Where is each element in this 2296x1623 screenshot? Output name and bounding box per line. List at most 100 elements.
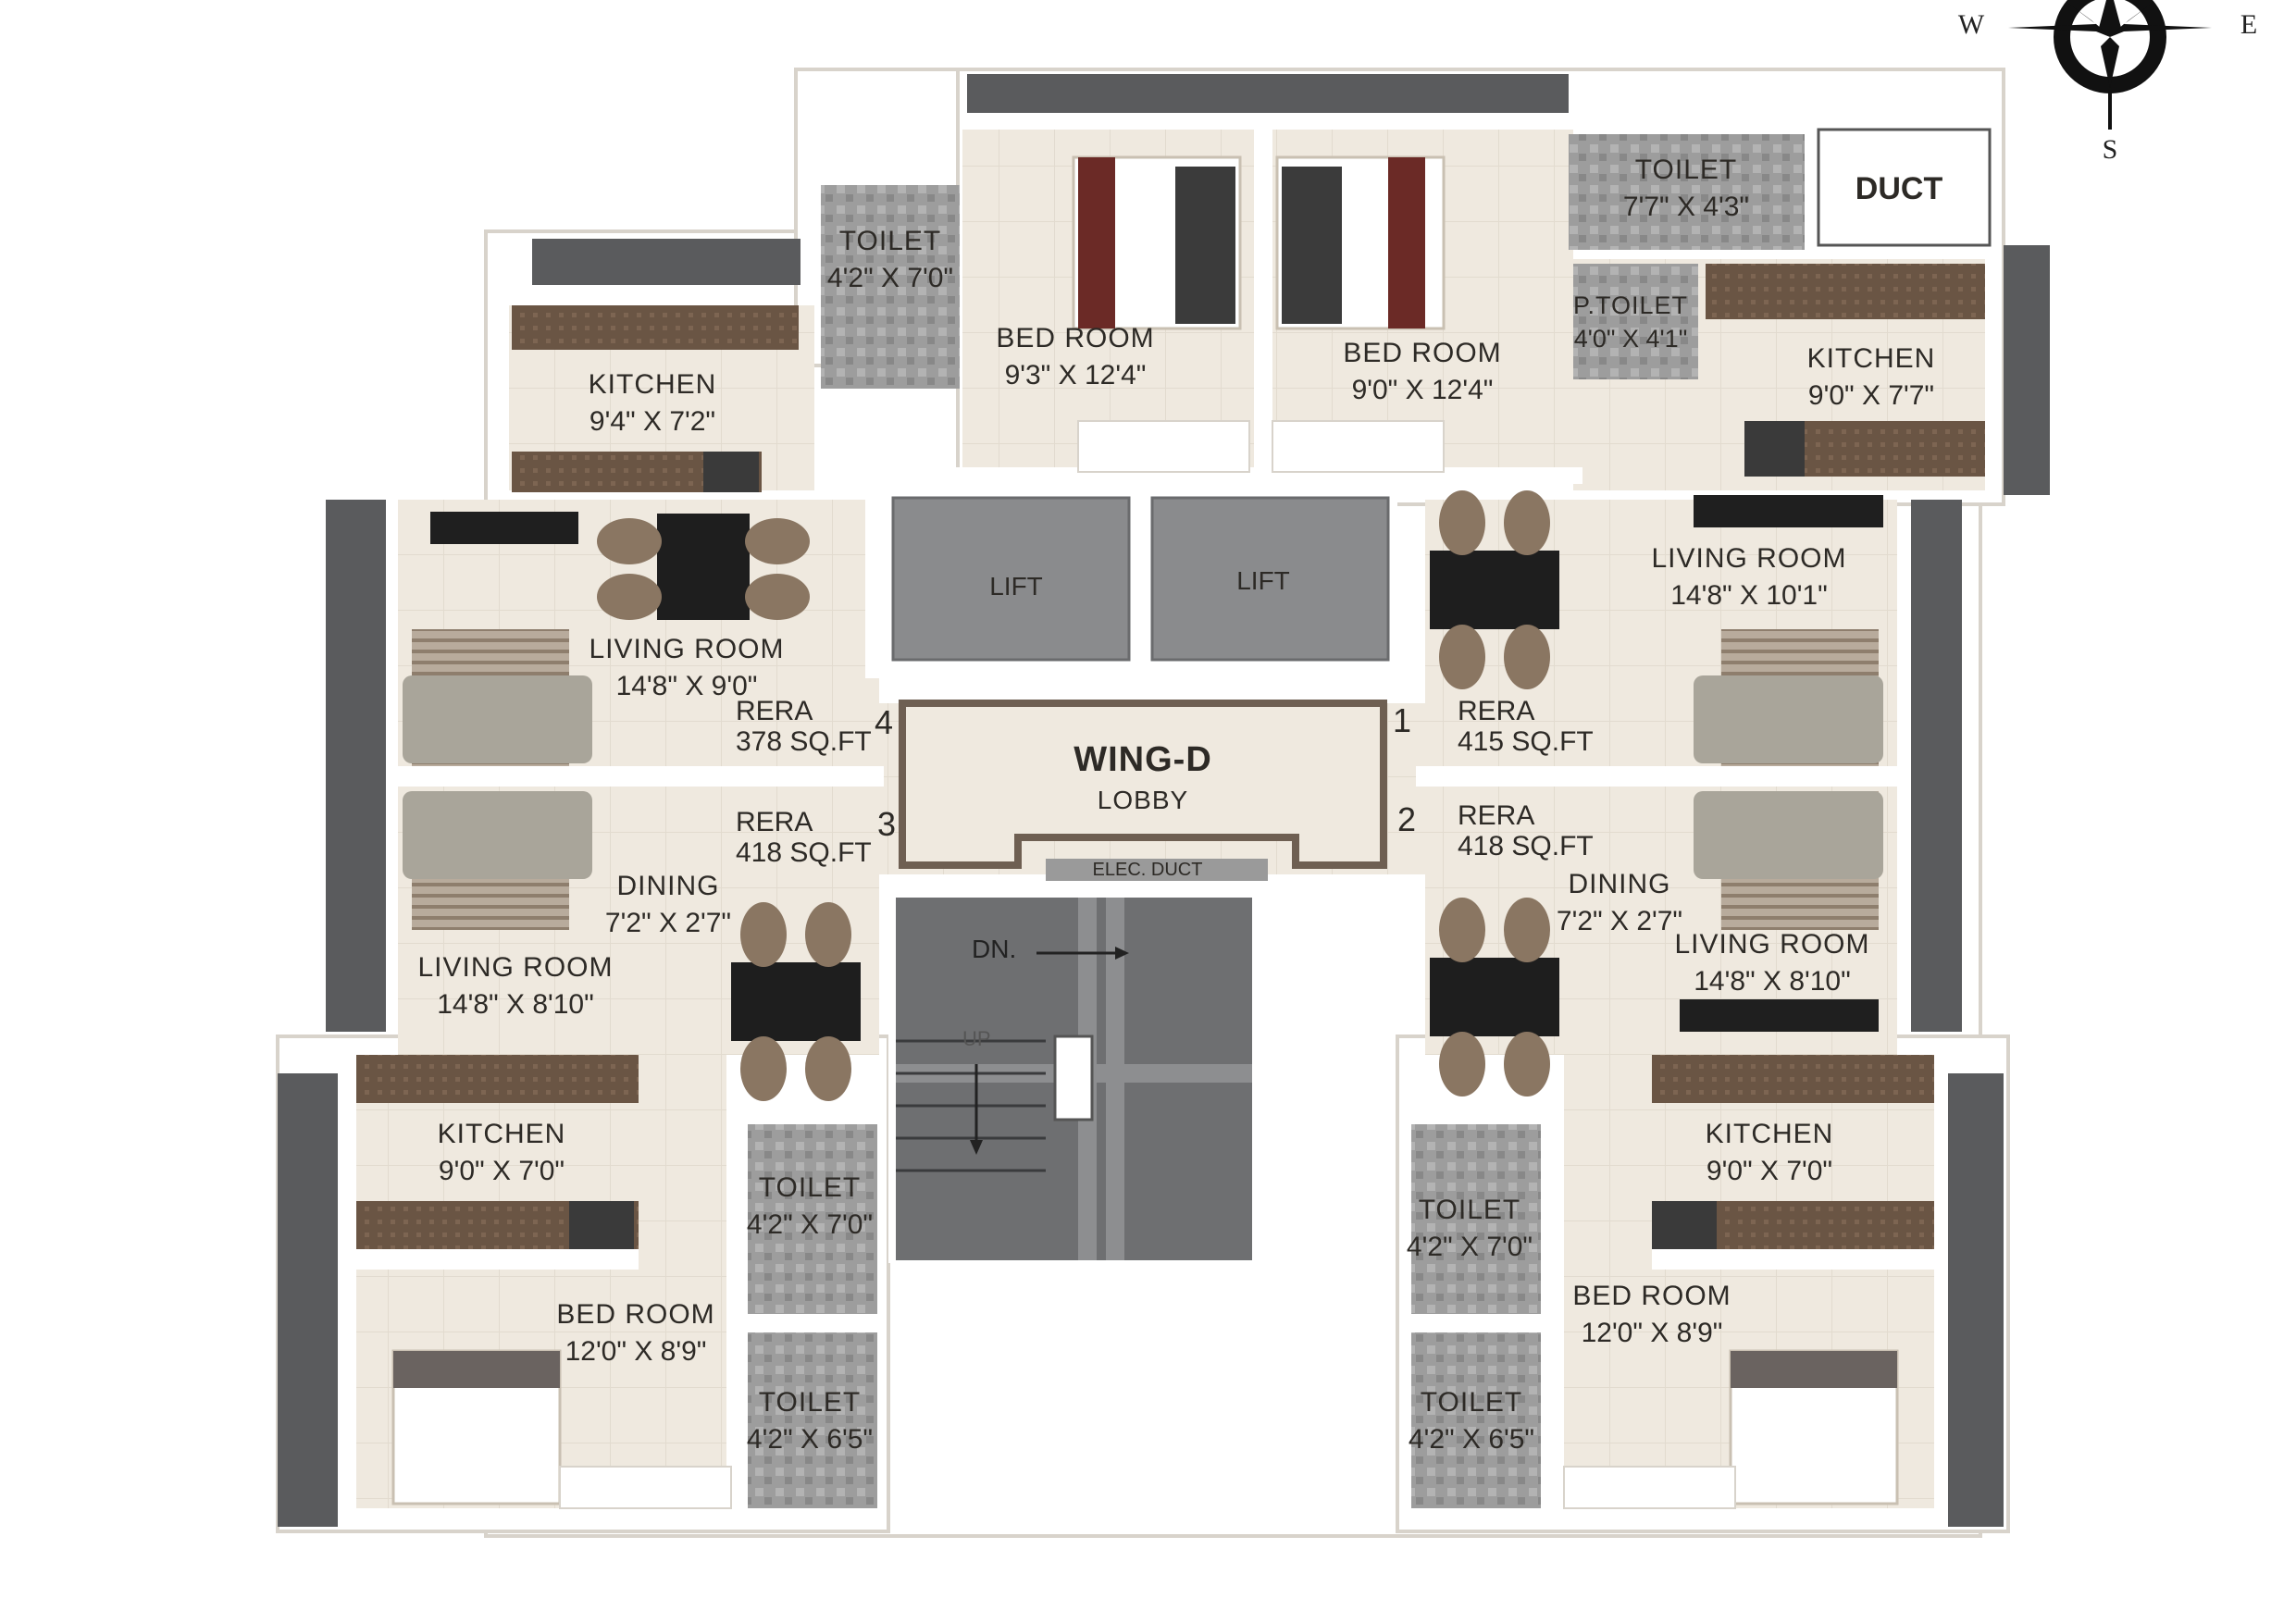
room-toilet-bottom-left-lower: TOILET 4'2" X 6'5"	[747, 1388, 873, 1454]
room-toilet-bottom-right-lower: TOILET 4'2" X 6'5"	[1409, 1388, 1534, 1454]
room-living-unit-2: LIVING ROOM 14'8" X 8'10"	[1674, 930, 1869, 996]
rera-area: 418 SQ.FT	[736, 837, 872, 868]
rera-area: 418 SQ.FT	[1458, 831, 1594, 861]
living-furniture	[403, 495, 1883, 1032]
room-dimensions: 9'0" X 7'0"	[438, 1155, 565, 1186]
room-dimensions: 14'8" X 9'0"	[615, 670, 758, 701]
lift-car-1	[891, 496, 1131, 662]
room-toilet-bottom-left-upper: TOILET 4'2" X 7'0"	[747, 1173, 873, 1239]
room-name: TOILET	[1634, 155, 1738, 185]
rera-unit-4: RERA 378 SQ.FT	[736, 696, 872, 757]
room-dining-unit-2: DINING 7'2" X 2'7"	[1557, 870, 1682, 935]
room-living-unit-1: LIVING ROOM 14'8" X 10'1"	[1651, 544, 1846, 610]
room-name: KITCHEN	[588, 369, 717, 400]
room-dimensions: 9'0" X 7'7"	[1807, 379, 1935, 411]
room-name: BED ROOM	[1572, 1281, 1731, 1311]
compass-south-label: S	[2102, 134, 2118, 165]
rera-label: RERA	[1458, 800, 1535, 831]
room-name: LIVING ROOM	[1674, 929, 1870, 960]
room-toilet-top-right: TOILET 7'7" X 4'3"	[1623, 155, 1749, 221]
lift-label-2: LIFT	[1236, 566, 1290, 595]
room-name: LIVING ROOM	[589, 634, 785, 664]
room-name: KITCHEN	[1806, 343, 1936, 374]
room-dining-unit-3: DINING 7'2" X 2'7"	[605, 872, 731, 937]
kitchen-counters	[356, 264, 1985, 1249]
wing-name: WING-D	[1074, 740, 1212, 779]
room-kitchen-bottom-left: KITCHEN 9'0" X 7'0"	[438, 1120, 566, 1185]
unit-number-3: 3	[876, 805, 897, 843]
unit-number-1: 1	[1392, 701, 1412, 739]
room-bedroom-bottom-right: BED ROOM 12'0" X 8'9"	[1572, 1282, 1731, 1347]
toilet-tiles	[748, 134, 1805, 1508]
elec-duct-box	[1046, 859, 1268, 881]
room-name: TOILET	[758, 1172, 862, 1203]
rera-area: 378 SQ.FT	[736, 726, 872, 757]
duct-box	[1817, 128, 1992, 247]
room-name: TOILET	[1420, 1387, 1523, 1418]
room-dimensions: 9'0" X 12'4"	[1351, 374, 1494, 405]
room-name: BED ROOM	[556, 1299, 715, 1330]
room-dimensions: 4'2" X 6'5"	[746, 1423, 874, 1455]
room-dimensions: 4'0" X 4'1"	[1573, 325, 1688, 353]
unit-number-2: 2	[1396, 800, 1417, 838]
room-toilet-top-left: TOILET 4'2" X 7'0"	[827, 227, 953, 292]
stairs-up-label: UP	[962, 1027, 991, 1050]
room-living-unit-3: LIVING ROOM 14'8" X 8'10"	[417, 953, 613, 1019]
dining-tables	[597, 490, 1559, 1101]
room-bedroom-bottom-left: BED ROOM 12'0" X 8'9"	[556, 1300, 714, 1366]
room-dimensions: 7'2" X 2'7"	[604, 907, 732, 938]
room-kitchen-top-right: KITCHEN 9'0" X 7'7"	[1807, 344, 1936, 410]
compass-rose	[2008, 0, 2212, 130]
partition-walls	[342, 130, 1948, 1509]
rera-unit-1: RERA 415 SQ.FT	[1458, 696, 1594, 757]
room-ptoilet-top-right: P.TOILET 4'0" X 4'1"	[1573, 292, 1688, 353]
room-dimensions: 4'2" X 6'5"	[1408, 1423, 1535, 1455]
room-name: KITCHEN	[437, 1119, 566, 1149]
elec-duct-label: ELEC. DUCT	[1092, 860, 1203, 880]
room-dimensions: 14'8" X 8'10"	[1694, 965, 1851, 997]
room-dimensions: 12'0" X 8'9"	[565, 1335, 707, 1367]
room-name: TOILET	[838, 226, 942, 256]
rera-label: RERA	[736, 696, 813, 726]
room-dimensions: 9'0" X 7'0"	[1706, 1155, 1833, 1186]
room-dimensions: 7'2" X 2'7"	[1556, 905, 1683, 936]
room-name: BED ROOM	[996, 323, 1155, 353]
rera-label: RERA	[736, 807, 813, 837]
room-toilet-bottom-right-upper: TOILET 4'2" X 7'0"	[1407, 1196, 1533, 1261]
room-kitchen-bottom-right: KITCHEN 9'0" X 7'0"	[1706, 1120, 1834, 1185]
rera-area: 415 SQ.FT	[1458, 726, 1594, 757]
room-name: DINING	[616, 871, 720, 901]
room-name: DINING	[1568, 869, 1671, 899]
room-dimensions: 7'7" X 4'3"	[1622, 191, 1750, 222]
room-dimensions: 4'2" X 7'0"	[826, 262, 954, 293]
lift-label-1: LIFT	[989, 572, 1043, 601]
room-name: LIVING ROOM	[1651, 543, 1847, 574]
duct-label: DUCT	[1855, 171, 1943, 206]
room-bedroom-top-right: BED ROOM 9'0" X 12'4"	[1343, 339, 1501, 404]
room-bedroom-top-left: BED ROOM 9'3" X 12'4"	[996, 324, 1154, 390]
rera-unit-3: RERA 418 SQ.FT	[736, 807, 872, 868]
room-name: P.TOILET	[1572, 291, 1689, 319]
room-kitchen-top-left: KITCHEN 9'4" X 7'2"	[589, 370, 717, 436]
room-dimensions: 9'4" X 7'2"	[589, 405, 716, 437]
stairs-down-label: DN.	[972, 935, 1017, 963]
lobby-label: LOBBY	[1097, 786, 1189, 814]
room-dimensions: 4'2" X 7'0"	[1406, 1231, 1533, 1262]
beds	[391, 155, 1899, 1505]
lift-car-2	[1150, 496, 1390, 662]
lobby-outline	[899, 700, 1387, 869]
wing-title: WING-D LOBBY	[1074, 740, 1212, 815]
room-name: TOILET	[1418, 1195, 1521, 1225]
room-dimensions: 12'0" X 8'9"	[1581, 1317, 1723, 1348]
compass-west-label: W	[1957, 9, 1985, 40]
rera-unit-2: RERA 418 SQ.FT	[1458, 800, 1594, 861]
room-name: LIVING ROOM	[417, 952, 614, 983]
room-living-unit-4: LIVING ROOM 14'8" X 9'0"	[589, 635, 784, 700]
room-name: BED ROOM	[1343, 338, 1502, 368]
balcony-walls	[278, 74, 2050, 1527]
compass-east-label: E	[2240, 9, 2258, 40]
core	[865, 479, 1397, 1263]
rera-label: RERA	[1458, 696, 1535, 726]
